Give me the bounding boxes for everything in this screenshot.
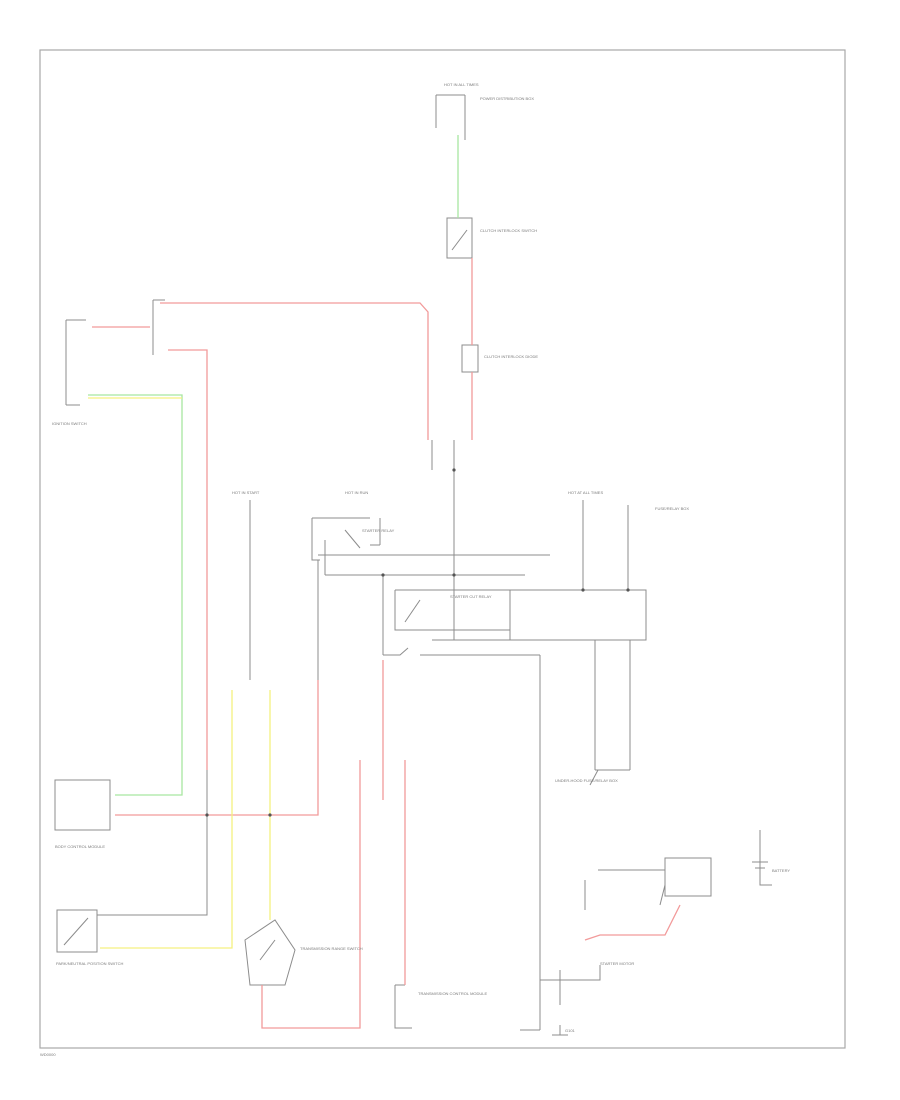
splice-points [205, 468, 630, 817]
label-starter-relay: STARTER RELAY [362, 528, 395, 533]
label-hot-at-all: HOT AT ALL TIMES [568, 490, 603, 495]
label-hot-top: HOT IN ALL TIMES [444, 82, 479, 87]
label-starter-cut-relay: STARTER CUT RELAY [450, 594, 492, 599]
label-park-neutral: PARK/NEUTRAL POSITION SWITCH [56, 961, 123, 966]
label-ignition-switch: IGNITION SWITCH [52, 421, 87, 426]
diagram-labels: HOT IN ALL TIMES POWER DISTRIBUTION BOX … [40, 82, 790, 1057]
label-clutch-diode: CLUTCH INTERLOCK DIODE [484, 354, 538, 359]
label-under-hood: UNDER-HOOD FUSE/RELAY BOX [555, 778, 618, 783]
label-hot-in-start: HOT IN START [232, 490, 260, 495]
label-tcm: TRANSMISSION CONTROL MODULE [418, 991, 488, 996]
label-body-control: BODY CONTROL MODULE [55, 844, 105, 849]
label-hot-in-run: HOT IN RUN [345, 490, 368, 495]
black-wires [54, 94, 772, 1036]
red-wires [92, 258, 681, 1029]
label-fuse-box-top: POWER DISTRIBUTION BOX [480, 96, 534, 101]
diagram-frame [39, 49, 846, 1049]
green-wires [88, 135, 459, 796]
label-starter-motor: STARTER MOTOR [600, 961, 634, 966]
label-fuse-relay-box: FUSE/RELAY BOX [655, 506, 689, 511]
yellow-wires [88, 397, 271, 949]
label-clutch-interlock: CLUTCH INTERLOCK SWITCH [480, 228, 537, 233]
label-ground: G101 [565, 1028, 576, 1033]
label-battery: BATTERY [772, 868, 790, 873]
label-transmission-range: TRANSMISSION RANGE SWITCH [300, 946, 363, 951]
label-footer: WD0000 [40, 1052, 56, 1057]
